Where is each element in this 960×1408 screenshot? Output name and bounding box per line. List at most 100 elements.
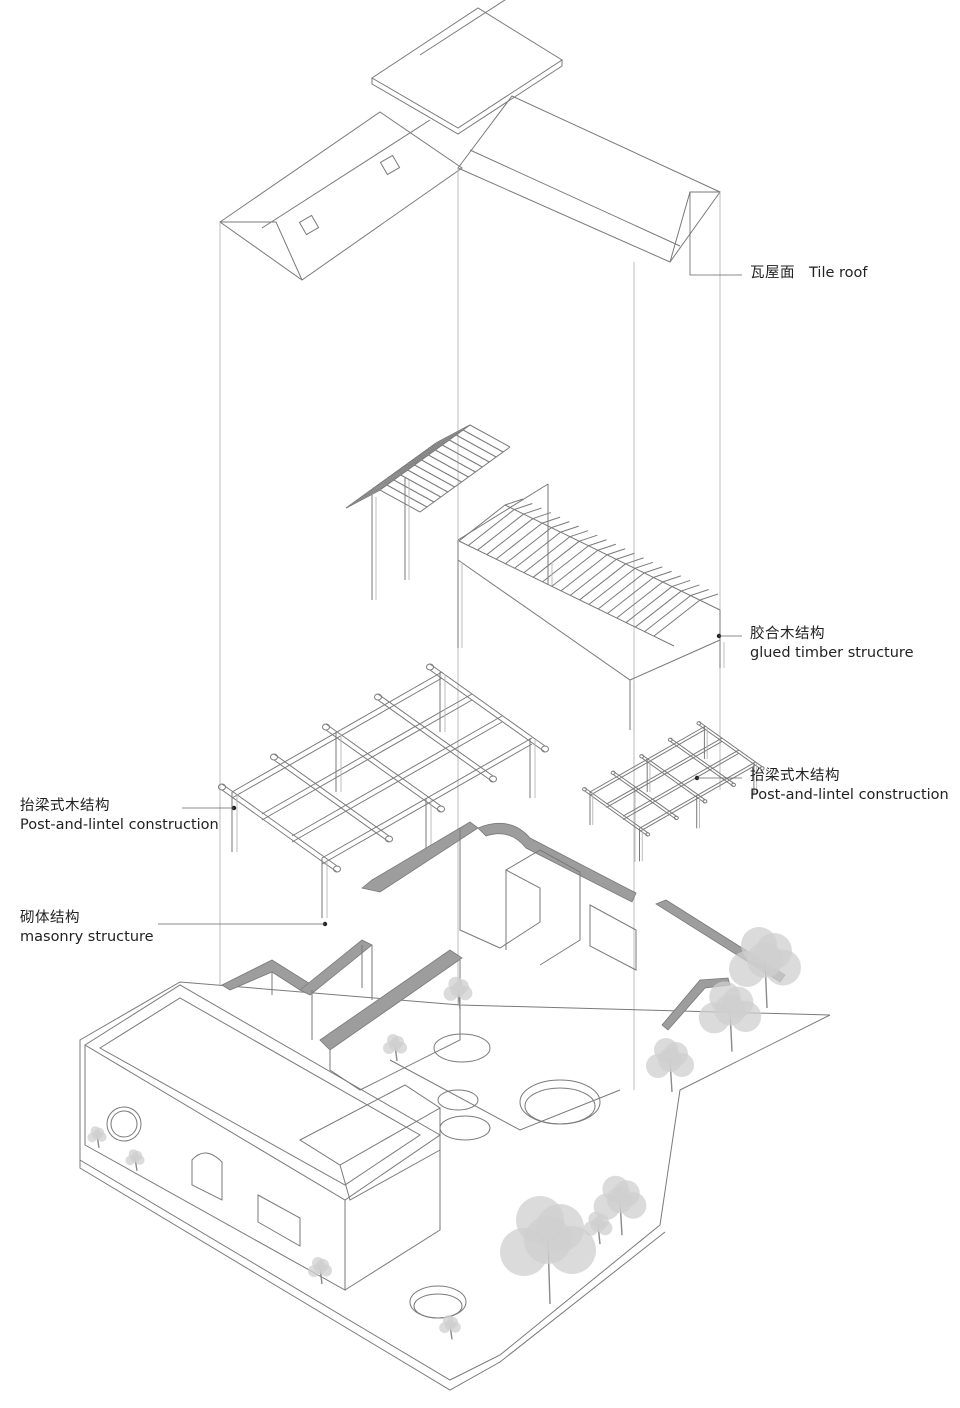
label-post-lintel-right-zh: 抬梁式木结构 <box>750 768 840 784</box>
tree-canopy <box>722 986 754 1018</box>
beam-end <box>731 782 736 787</box>
beam-end <box>582 787 587 792</box>
rafter <box>435 449 476 473</box>
rafter <box>386 484 428 508</box>
rafter <box>653 599 701 637</box>
rafter <box>616 552 635 560</box>
beam-end <box>385 835 393 843</box>
top-roof <box>371 7 563 129</box>
label-tile-roof-en: Tile roof <box>809 265 868 281</box>
rafter <box>514 503 533 510</box>
rafter <box>380 464 415 484</box>
rafter <box>435 424 471 444</box>
projection-lines <box>219 168 721 1090</box>
label-glued-timber-en: glued timber structure <box>750 645 914 661</box>
rafter <box>579 563 627 601</box>
tree-canopy <box>447 1316 459 1328</box>
rafter <box>551 521 570 529</box>
rafter <box>542 545 589 583</box>
rafter <box>505 527 552 565</box>
rafter <box>448 439 490 463</box>
rafter <box>477 513 524 551</box>
beam-end <box>374 693 382 701</box>
rafter <box>400 474 442 498</box>
tree-canopy <box>613 1180 640 1207</box>
rafter <box>467 509 515 546</box>
label-masonry-en: masonry structure <box>20 929 154 945</box>
beam-end <box>702 799 708 804</box>
tree-canopy <box>94 1127 105 1138</box>
label-glued-timber-zh: 胶合木结构 <box>750 626 825 642</box>
rafter <box>579 534 598 542</box>
label-post-lintel-right: 抬梁式木结构 Post-and-lintel construction <box>750 767 949 805</box>
trees <box>87 927 801 1340</box>
beam-end <box>426 663 434 671</box>
rafter <box>588 539 607 547</box>
rafter <box>394 454 429 474</box>
arched-door <box>191 1152 223 1201</box>
rafter <box>469 424 511 448</box>
rafter <box>541 516 561 524</box>
beam-end <box>696 721 702 726</box>
rafter <box>504 498 524 506</box>
rafter <box>393 479 435 503</box>
rafter <box>616 581 664 619</box>
tree-canopy <box>132 1150 143 1161</box>
rafter <box>644 595 692 632</box>
rafter <box>634 561 654 569</box>
rafter <box>387 459 422 479</box>
label-post-lintel-left: 抬梁式木结构 Post-and-lintel construction <box>20 797 219 835</box>
post-lintel-left <box>218 663 549 918</box>
rafter <box>486 518 534 555</box>
rafter <box>428 429 464 449</box>
label-post-lintel-right-en: Post-and-lintel construction <box>750 787 949 803</box>
rafter <box>597 572 645 610</box>
rafter <box>597 543 617 551</box>
tree-canopy <box>664 1042 688 1066</box>
label-post-lintel-left-en: Post-and-lintel construction <box>20 817 219 833</box>
beam-end <box>322 723 330 731</box>
beam-end <box>218 783 226 791</box>
rafter <box>379 489 421 513</box>
tree-canopy <box>317 1259 329 1271</box>
tree-canopy <box>756 933 792 969</box>
left-roof <box>219 111 463 281</box>
round-window <box>106 1106 142 1142</box>
rafter <box>690 589 709 596</box>
rafter <box>569 530 589 538</box>
beam-end <box>333 865 341 873</box>
rafter <box>428 454 469 478</box>
courtyard-circle <box>433 1033 491 1063</box>
rafter <box>606 548 626 556</box>
rafter <box>635 590 682 628</box>
label-glued-timber: 胶合木结构 glued timber structure <box>750 625 914 663</box>
beam-end <box>489 775 497 783</box>
masonry-structure <box>79 821 831 1391</box>
rafter <box>588 567 636 605</box>
purlin <box>345 424 511 513</box>
beam-end <box>639 754 645 759</box>
rafter <box>625 557 644 565</box>
rafter <box>414 464 455 488</box>
beam <box>457 504 721 681</box>
tree-canopy <box>536 1204 584 1252</box>
beam-end <box>759 766 765 771</box>
tree-canopy <box>594 1214 609 1229</box>
beam-end <box>437 805 445 813</box>
label-masonry-zh: 砌体结构 <box>20 910 80 926</box>
wall-cap <box>221 959 313 991</box>
rafter <box>442 444 483 468</box>
rafter <box>681 584 700 592</box>
rafter <box>352 484 388 504</box>
label-tile-roof-zh: 瓦屋面 <box>750 265 795 281</box>
rafter <box>570 558 617 596</box>
rafter <box>671 579 691 587</box>
rafter <box>551 549 599 587</box>
rafter <box>407 469 448 493</box>
rafter <box>455 434 497 458</box>
beam-end <box>673 815 679 820</box>
post-lintel-right <box>582 721 765 862</box>
rafter <box>421 459 462 483</box>
front-building-roof <box>84 984 441 1201</box>
